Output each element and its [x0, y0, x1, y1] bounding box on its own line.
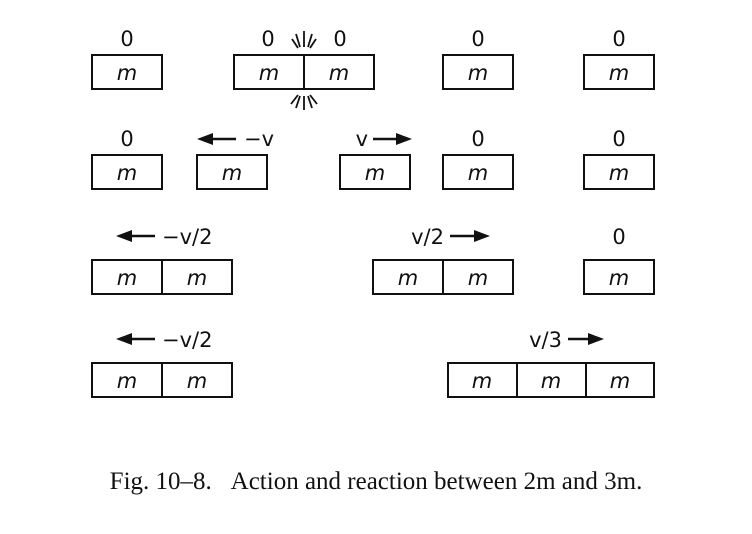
mass-label: m — [609, 266, 629, 290]
velocity-label: −v — [244, 127, 274, 151]
mass-block — [585, 362, 655, 398]
group-r2-c: v m — [339, 127, 412, 190]
mass-block — [303, 54, 375, 90]
group-r2-d: 0 m — [442, 127, 514, 190]
row-4-final: −v/2 m m v/3 m m m — [91, 328, 655, 398]
mass-label: m — [259, 61, 279, 85]
velocity-label: 0 — [612, 127, 625, 151]
mass-block — [583, 154, 655, 190]
mass-block — [442, 259, 514, 295]
mass-block — [91, 154, 163, 190]
velocity-label: 0 — [612, 225, 625, 249]
arrow-left-icon — [116, 230, 155, 242]
mass-label: m — [610, 369, 630, 393]
mass-label: m — [187, 266, 207, 290]
mass-label: m — [468, 266, 488, 290]
velocity-label: v/2 — [411, 225, 444, 249]
group-r2-a: 0 m — [91, 127, 163, 190]
group-r3-a: −v/2 m m — [91, 225, 233, 295]
mass-label: m — [609, 61, 629, 85]
velocity-label: 0 — [471, 27, 484, 51]
figure-caption: Fig. 10–8. Action and reaction between 2… — [0, 468, 752, 496]
group-r1-d: 0 m — [583, 27, 655, 90]
row-2-separation: 0 m −v m v m — [91, 127, 655, 190]
velocity-label: v — [356, 127, 368, 151]
mass-label: m — [609, 161, 629, 185]
figure-number: Fig. 10–8. — [109, 468, 212, 495]
velocity-label: 0 — [612, 27, 625, 51]
mass-block — [339, 154, 411, 190]
group-r3-c: 0 m — [583, 225, 655, 295]
group-r1-c: 0 m — [442, 27, 514, 90]
row-3-pairs: −v/2 m m v/2 m m 0 m — [91, 225, 655, 295]
mass-label: m — [472, 369, 492, 393]
mass-block — [91, 54, 163, 90]
mass-label: m — [329, 61, 349, 85]
velocity-label: −v/2 — [162, 328, 212, 352]
arrow-right-icon — [568, 333, 604, 345]
velocity-label-right: 0 — [333, 27, 346, 51]
mass-label: m — [117, 266, 137, 290]
mass-label: m — [541, 369, 561, 393]
arrow-right-icon — [373, 133, 412, 145]
mass-label: m — [117, 369, 137, 393]
mass-label: m — [187, 369, 207, 393]
group-r1-b: 0 0 m m — [233, 27, 375, 110]
caption-text: Action and reaction between 2m and 3m. — [230, 468, 643, 495]
group-r3-b: v/2 m m — [372, 225, 514, 295]
mass-label: m — [365, 161, 385, 185]
group-r2-b: −v m — [196, 127, 274, 190]
velocity-label: 0 — [120, 27, 133, 51]
mass-label: m — [468, 161, 488, 185]
mass-label: m — [117, 61, 137, 85]
group-r4-a: −v/2 m m — [91, 328, 233, 398]
group-r1-a: 0 m — [91, 27, 163, 90]
arrow-left-icon — [197, 133, 236, 145]
mass-block — [583, 259, 655, 295]
mass-label: m — [468, 61, 488, 85]
mass-block — [442, 54, 514, 90]
arrow-right-icon — [450, 230, 490, 242]
mass-label: m — [117, 161, 137, 185]
mass-block — [196, 154, 268, 190]
mass-block — [161, 362, 233, 398]
group-r4-b: v/3 m m m — [447, 328, 655, 398]
mass-label: m — [222, 161, 242, 185]
group-r2-e: 0 m — [583, 127, 655, 190]
mass-block — [161, 259, 233, 295]
velocity-label: 0 — [120, 127, 133, 151]
action-reaction-diagram: 0 m 0 0 m m — [91, 27, 655, 398]
velocity-label: v/3 — [529, 328, 562, 352]
velocity-label-left: 0 — [261, 27, 274, 51]
mass-block — [442, 154, 514, 190]
collision-spark-icon — [290, 31, 318, 110]
velocity-label: 0 — [471, 127, 484, 151]
mass-block — [583, 54, 655, 90]
mass-label: m — [398, 266, 418, 290]
velocity-label: −v/2 — [162, 225, 212, 249]
row-1-collision: 0 m 0 0 m m — [91, 27, 655, 110]
arrow-left-icon — [116, 333, 155, 345]
